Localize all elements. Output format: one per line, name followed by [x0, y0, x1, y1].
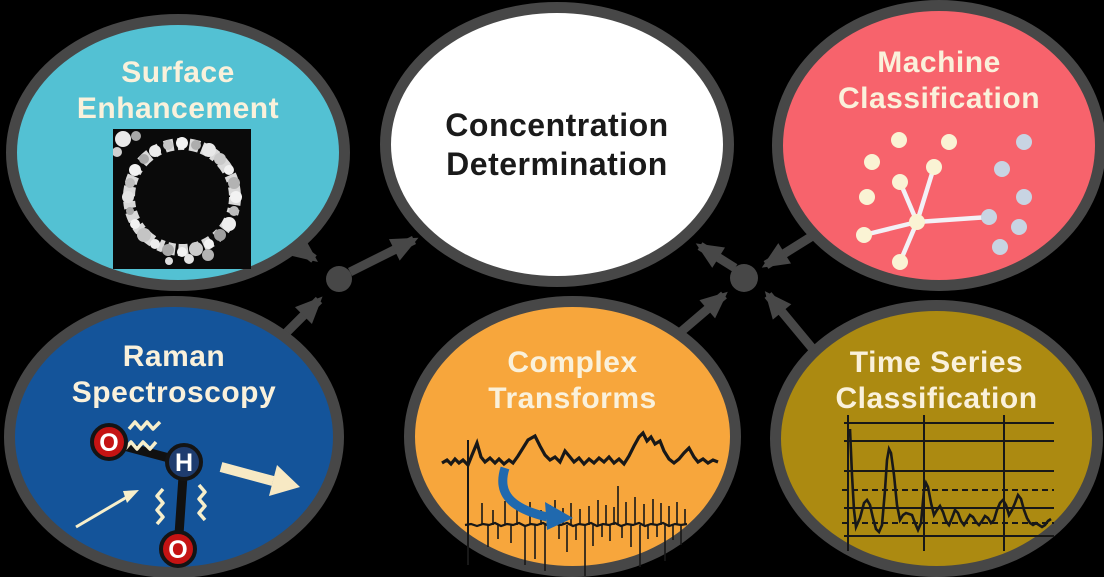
node-surface-enhancement: Surface Enhancement	[6, 14, 350, 291]
arrow-right-junction-to-concentration	[695, 242, 738, 272]
time-series-signal	[848, 428, 1052, 535]
junction-dot-right	[730, 264, 758, 292]
arrow-timeseries-to-right-junction	[764, 291, 816, 351]
node-time-series-classification: Time Series Classification	[770, 300, 1103, 577]
sem-ring-image	[112, 129, 251, 269]
arrow-raman-to-left-junction	[279, 296, 323, 340]
transform-arrow	[498, 466, 573, 530]
time-series-plot-illustration	[842, 415, 1054, 551]
atom-label: O	[168, 536, 187, 564]
node-label: Time Series Classification	[835, 346, 1038, 415]
oxygen-atom	[90, 423, 128, 461]
node-concentration-determination: Concentration Determination	[380, 2, 734, 287]
arrow-complex-to-right-junction	[673, 291, 728, 340]
node-complex-transforms: Complex Transforms	[404, 296, 741, 577]
node-raman-spectroscopy: Raman Spectroscopy	[4, 296, 344, 577]
node-label: Concentration Determination	[445, 107, 669, 182]
node-label: Complex Transforms	[488, 346, 657, 415]
node-machine-classification: Machine Classification	[772, 0, 1104, 291]
vibration-squiggles	[123, 420, 207, 526]
oxygen-atom	[159, 530, 197, 568]
arrow-machine-to-right-junction	[761, 231, 817, 269]
plot-gridlines	[844, 415, 1054, 551]
hydrogen-atom	[165, 443, 203, 481]
atom-label: H	[175, 449, 193, 477]
scattered-light-arrow	[219, 462, 300, 496]
atom-label: O	[99, 429, 118, 457]
incident-light-arrow	[75, 490, 139, 529]
node-label: Surface Enhancement	[76, 56, 280, 125]
knn-scatter-illustration	[856, 132, 1032, 270]
node-label: Raman Spectroscopy	[71, 340, 277, 409]
water-molecule-illustration: O H O	[75, 420, 300, 568]
raw-spectrum-trace	[441, 430, 719, 468]
node-label: Machine Classification	[837, 46, 1041, 115]
arrow-left-junction-to-concentration	[347, 235, 419, 277]
spectrum-transform-illustration	[441, 430, 719, 576]
junction-dot-left	[326, 266, 352, 292]
